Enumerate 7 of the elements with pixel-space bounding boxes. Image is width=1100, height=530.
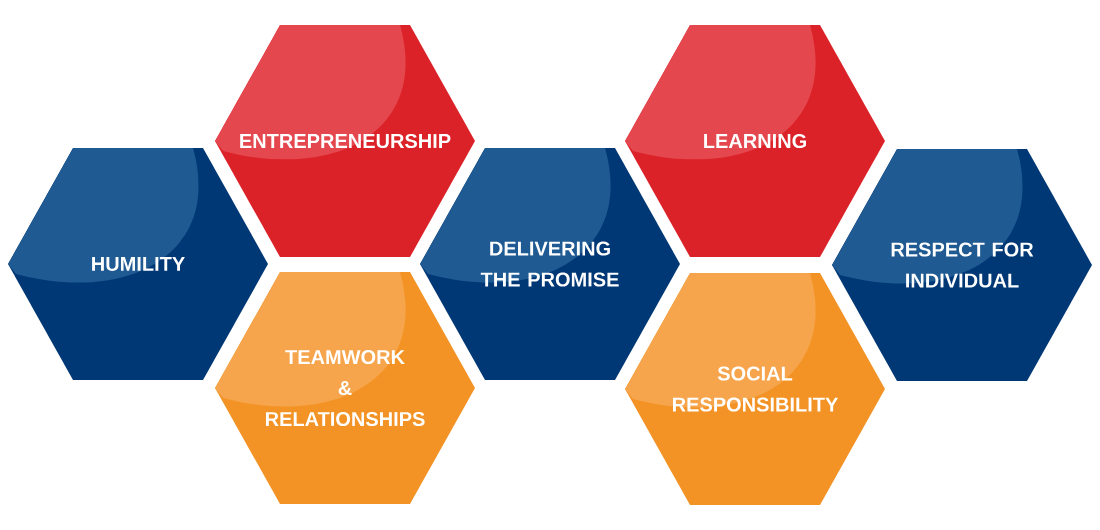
hexagon: SOCIAL RESPONSIBILITY <box>625 273 885 505</box>
hexagon: DELIVERING THE PROMISE <box>420 148 680 380</box>
hexagon: TEAMWORK & RELATIONSHIPS <box>215 272 475 504</box>
hexagon: RESPECT FOR INDIVIDUAL <box>832 149 1092 381</box>
hexagon: LEARNING <box>625 25 885 257</box>
hexagon: ENTREPRENEURSHIP <box>215 25 475 257</box>
hexagon: HUMILITY <box>8 148 268 380</box>
